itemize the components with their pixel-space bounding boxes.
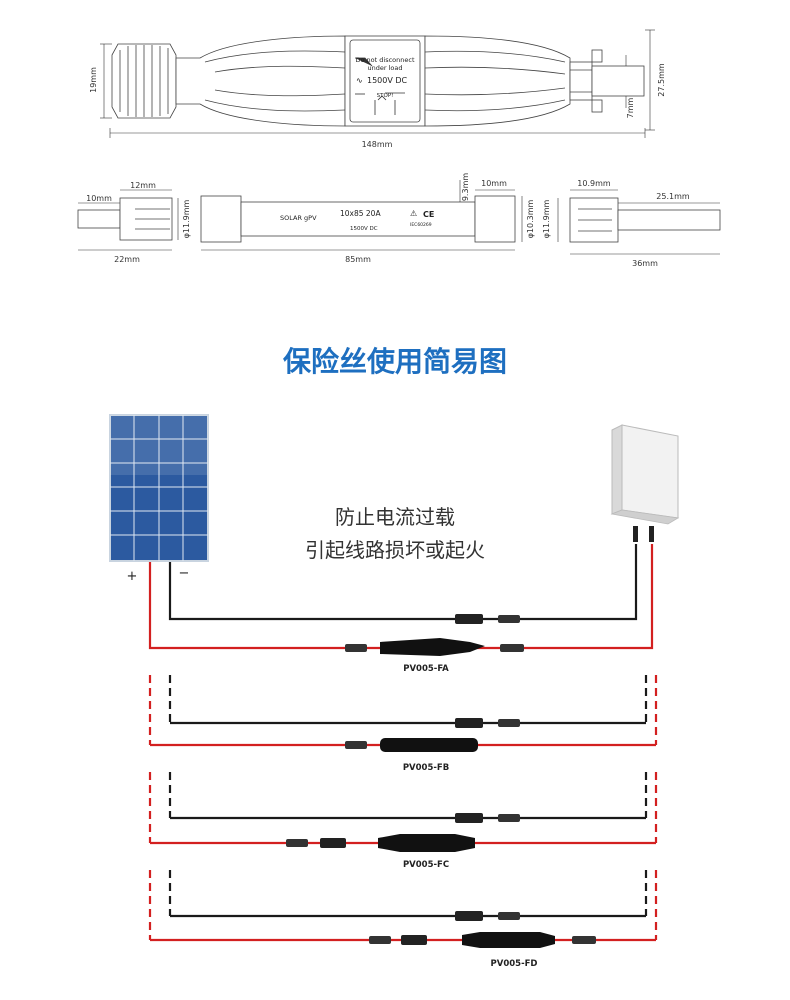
warning-line2: under load xyxy=(368,64,403,72)
mc4-male-connector xyxy=(498,719,520,727)
inverter xyxy=(610,424,680,542)
mc4-female-connector xyxy=(401,935,427,945)
variant-label-fa: PV005-FA xyxy=(403,664,449,674)
mc4-female-connector xyxy=(500,644,524,652)
dim-left-plug-width: 10mm xyxy=(86,194,112,203)
mc4-female-connector xyxy=(455,718,483,728)
dim-height-left: 19mm xyxy=(89,67,98,93)
fuse-label3: 1500V DC xyxy=(350,226,378,232)
wiring-fc xyxy=(148,772,658,852)
mc4-male-connector xyxy=(498,615,520,623)
left-plug-drawing xyxy=(77,197,173,241)
voltage-label: 1500V DC xyxy=(367,76,408,85)
mc4-female-connector xyxy=(455,614,483,624)
fuse-label1: SOLAR gPV xyxy=(280,214,317,222)
minus-label: − xyxy=(179,566,190,581)
mc4-male-connector xyxy=(498,814,520,822)
variant-label-fb: PV005-FB xyxy=(403,763,449,773)
dim-right-plug-head: 10.9mm xyxy=(577,179,611,188)
fuse-drawing xyxy=(200,195,516,243)
solar-panel xyxy=(109,414,209,562)
mc4-female-connector xyxy=(455,813,483,823)
fuse-holder-fb xyxy=(380,738,478,752)
mc4-male-connector xyxy=(345,741,367,749)
mc4-male-connector xyxy=(345,644,367,652)
fuse-body-text: SOLAR gPV 10x85 20A 1500V DC ⚠ CE IEC602… xyxy=(280,209,434,232)
dim-height-right: 27.5mm xyxy=(657,63,666,97)
dim-left-plug-dia: φ11.9mm xyxy=(182,199,191,238)
mc4-male-connector xyxy=(286,839,308,847)
mc4-male-connector xyxy=(369,936,391,944)
ac-dc-symbol-icon: ∿ xyxy=(356,76,363,85)
mc4-male-connector xyxy=(498,912,520,920)
mc4-female-connector xyxy=(455,911,483,921)
fuse-holder-fc xyxy=(378,834,475,852)
stop-label: STOP! xyxy=(377,93,394,99)
ce-mark: CE xyxy=(423,210,434,219)
description-line2: 引起线路损坏或起火 xyxy=(305,538,485,562)
warning-line1: Do not disconnect xyxy=(356,56,415,64)
dim-fuse-cap-dia: φ10.3mm xyxy=(526,199,535,238)
dim-fuse-cap-width: 10mm xyxy=(481,179,507,188)
variant-label-fd: PV005-FD xyxy=(491,959,538,969)
variant-label-fc: PV005-FC xyxy=(403,860,449,870)
wiring-fd xyxy=(148,870,658,948)
dim-small-right: 7mm xyxy=(626,97,635,118)
wiring-fa xyxy=(148,544,654,656)
plus-label: + xyxy=(127,569,138,584)
dim-fuse-length: 85mm xyxy=(345,255,371,264)
description-line1: 防止电流过载 xyxy=(335,505,455,529)
dim-left-plug-head: 12mm xyxy=(130,181,156,190)
mc4-female-connector xyxy=(320,838,346,848)
dim-right-plug-pin: 25.1mm xyxy=(656,192,690,201)
fuse-dimensions xyxy=(78,180,720,255)
fuse-standard: IEC60269 xyxy=(410,222,432,228)
wiring-fb xyxy=(148,675,658,752)
right-plug-drawing xyxy=(569,197,721,243)
fuse-label2: 10x85 20A xyxy=(340,209,381,218)
dim-length: 148mm xyxy=(362,140,393,149)
dim-right-plug-dia: φ11.9mm xyxy=(542,199,551,238)
section-title: 保险丝使用简易图 xyxy=(283,345,507,378)
fuse-holder-fa xyxy=(380,638,485,656)
dim-fuse-cap-height: 9.3mm xyxy=(461,173,470,202)
dim-right-plug-length: 36mm xyxy=(632,259,658,268)
warning-triangle-icon: ⚠ xyxy=(410,209,417,218)
fuse-holder-fd xyxy=(462,932,555,948)
arrows xyxy=(355,57,405,115)
top-dimensions xyxy=(100,29,655,138)
inline-fuse-holder-drawing xyxy=(111,35,645,127)
mc4-female-connector xyxy=(572,936,596,944)
warning-label: Do not disconnect under load 1500V DC ∿ … xyxy=(356,56,415,99)
dim-left-plug-length: 22mm xyxy=(114,255,140,264)
